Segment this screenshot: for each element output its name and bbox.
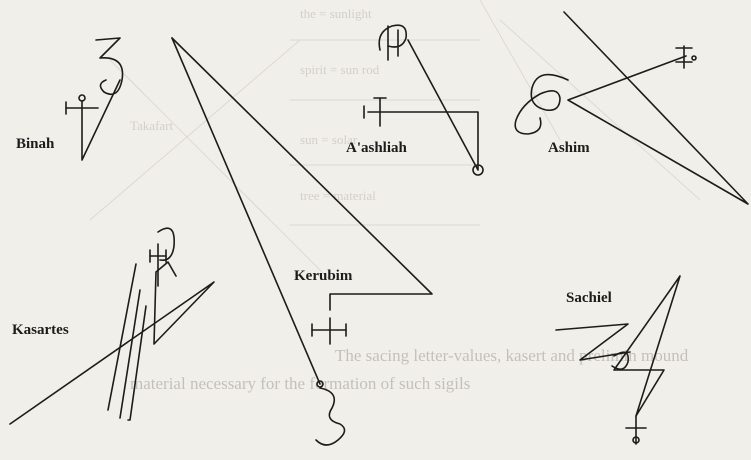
label-sachiel: Sachiel bbox=[566, 290, 612, 307]
sigil-kerubim bbox=[172, 38, 432, 445]
label-kerubim: Kerubim bbox=[294, 268, 352, 285]
sigil-binah bbox=[66, 38, 123, 160]
label-ashim: Ashim bbox=[548, 140, 590, 157]
label-kasartes: Kasartes bbox=[12, 322, 69, 339]
sigil-ashim bbox=[515, 12, 748, 204]
label-ashliah: A'ashliah bbox=[346, 140, 407, 157]
label-binah: Binah bbox=[16, 136, 54, 153]
